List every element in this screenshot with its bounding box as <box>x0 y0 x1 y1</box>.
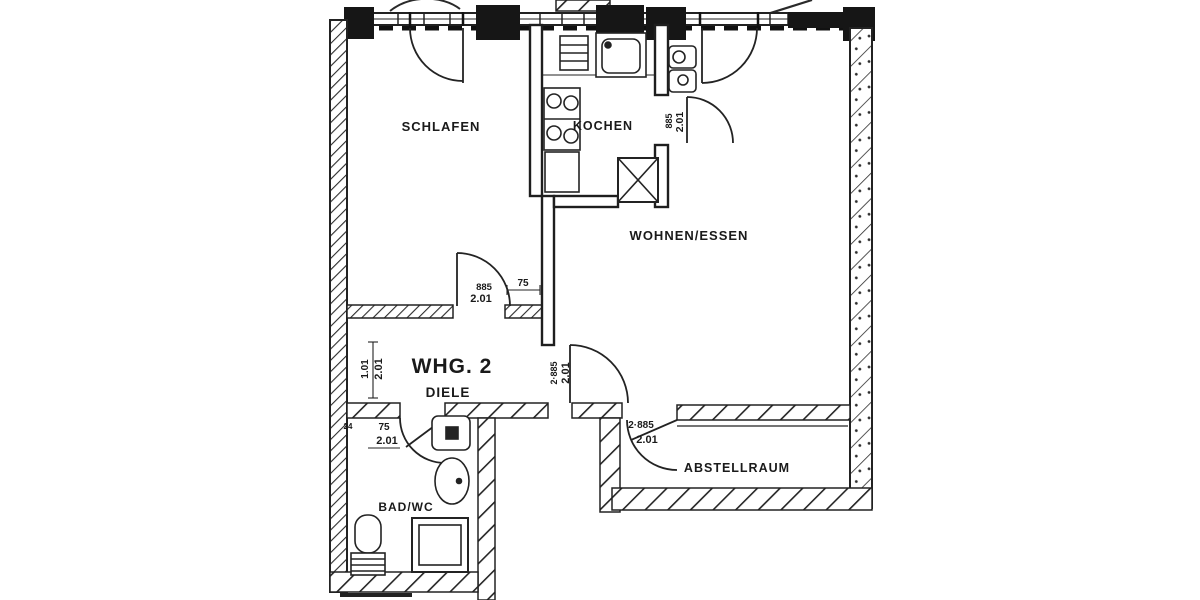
door-balcony-schlafen <box>409 27 464 83</box>
label-abstellraum: ABSTELLRAUM <box>684 461 790 475</box>
wall-exterior-left <box>329 19 348 593</box>
wall-kitchen-left <box>528 23 544 198</box>
dim-kitchen-door-height: 2.01 <box>674 112 686 133</box>
dim-bad-door-height: 2.01 <box>376 435 397 447</box>
wall-bad-bottom <box>329 571 479 593</box>
kitchen-side-cabinets <box>668 45 697 93</box>
wall-abstellraum-top <box>676 404 851 421</box>
wall-entry-right <box>571 402 623 419</box>
kitchen-stove <box>543 87 581 151</box>
shower <box>411 517 469 573</box>
bath-cabinet <box>431 415 471 451</box>
room-schlafen <box>347 25 530 305</box>
door-balcony-wohnen <box>701 27 758 84</box>
wall-schlafen-stub <box>504 304 543 319</box>
wall-diele-wohnen <box>540 194 556 347</box>
door-kitchen-wohnen <box>686 96 734 144</box>
stairwell-landing <box>495 418 600 600</box>
label-schlafen: SCHLAFEN <box>402 119 481 134</box>
kitchen-cabinet <box>544 151 580 193</box>
dim-abstell-door-width: 2·885 <box>628 420 654 431</box>
toilet <box>350 514 386 576</box>
room-bad-wc <box>347 418 478 572</box>
room-abstellraum <box>620 420 850 488</box>
dim-kitchen-door-width: 885 <box>664 113 674 128</box>
dim-abstell-door-height: 2.01 <box>636 434 657 446</box>
dim-wall-75: 75 <box>517 278 529 289</box>
dim-bad-door-width: 75 <box>378 422 390 433</box>
dim-entry-door-width: 2·885 <box>549 361 559 384</box>
wall-schlafen-bottom <box>346 304 454 319</box>
dim-entry-door-height: 2.01 <box>560 362 572 383</box>
wall-abstellraum-bottom <box>611 487 873 511</box>
cutoff-arc-fragment <box>389 0 461 12</box>
door-abstellraum <box>626 419 678 471</box>
label-diele: DIELE <box>426 385 471 400</box>
room-diele <box>347 318 542 403</box>
label-wohnen-essen: WOHNEN/ESSEN <box>630 228 749 243</box>
ventilation-shaft <box>617 157 659 203</box>
label-unit: WHG. 2 <box>412 355 493 378</box>
dim-left-opening-height: 2.01 <box>373 358 385 379</box>
dimension-lines <box>368 285 541 449</box>
kitchen-sink <box>595 32 647 78</box>
wall-kitchen-right-upper <box>653 23 670 97</box>
label-bad-wc: BAD/WC <box>378 500 433 514</box>
door-schlafen <box>456 252 511 307</box>
kitchen-appliance-stack <box>559 35 589 71</box>
wall-exterior-right <box>849 27 873 509</box>
room-wohnen-essen <box>554 95 850 403</box>
wall-landing-left <box>477 417 496 600</box>
washbasin <box>434 457 470 505</box>
dim-left-opening-width: 1.01 <box>360 359 371 379</box>
dim-schlafen-door-height: 2.01 <box>470 293 491 305</box>
cutoff-bottom-line <box>340 593 412 597</box>
label-kochen: KOCHEN <box>573 119 633 133</box>
door-entry <box>569 344 629 404</box>
dim-schlafen-door-width: 885 <box>476 282 493 293</box>
wall-bad-top-left <box>346 402 401 419</box>
wall-diele-bottom <box>444 402 549 419</box>
dim-wall-thickness: 24 <box>344 422 353 431</box>
